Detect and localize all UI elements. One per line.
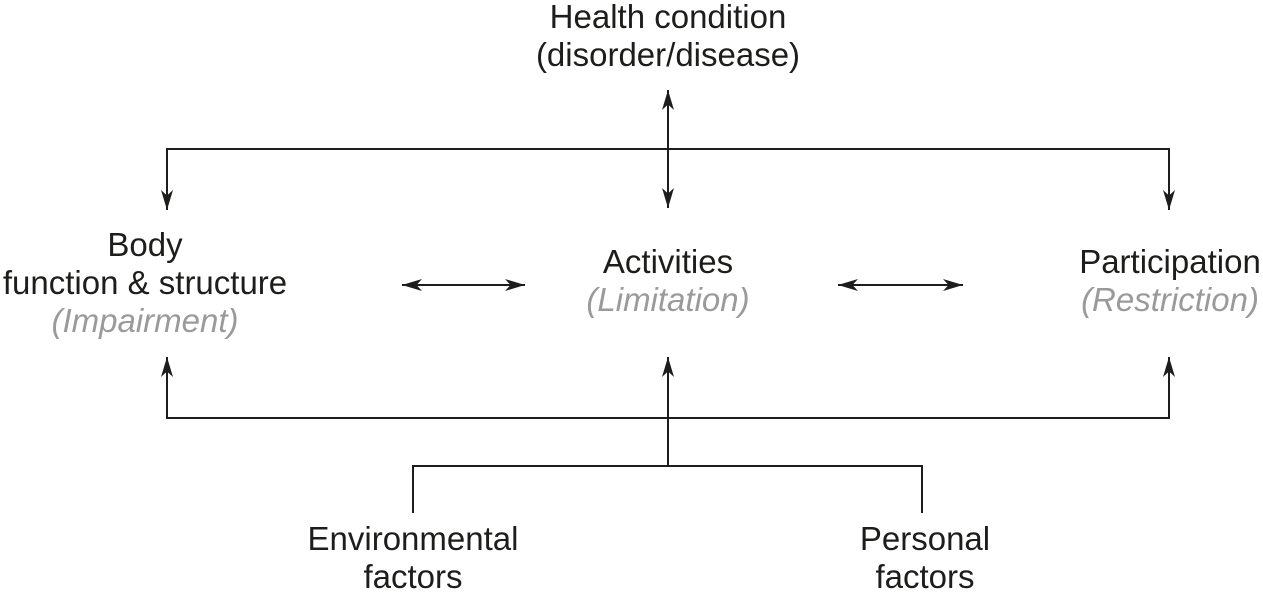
health-condition-title: Health condition <box>549 0 787 35</box>
node-activities: Activities (Limitation) <box>586 243 749 319</box>
activities-title: Activities <box>602 243 734 280</box>
environmental-factors-line2: factors <box>363 558 463 595</box>
factors-bracket-line <box>412 465 923 513</box>
node-participation: Participation (Restriction) <box>1079 243 1261 319</box>
participation-qualifier: (Restriction) <box>1081 281 1259 318</box>
participation-title: Participation <box>1079 243 1261 280</box>
body-function-title-line2: function & structure <box>2 264 288 301</box>
node-personal-factors: Personal factors <box>860 520 990 596</box>
personal-factors-line1: Personal <box>859 520 991 557</box>
personal-factors-line2: factors <box>875 558 975 595</box>
activities-qualifier: (Limitation) <box>586 281 750 318</box>
environmental-factors-line1: Environmental <box>307 520 519 557</box>
health-condition-subtitle: (disorder/disease) <box>535 36 801 73</box>
body-function-qualifier: (Impairment) <box>51 302 239 339</box>
body-function-title-line1: Body <box>107 226 183 263</box>
node-body-function: Body function & structure (Impairment) <box>3 226 287 340</box>
node-environmental-factors: Environmental factors <box>308 520 519 596</box>
node-health-condition: Health condition (disorder/disease) <box>536 0 800 74</box>
